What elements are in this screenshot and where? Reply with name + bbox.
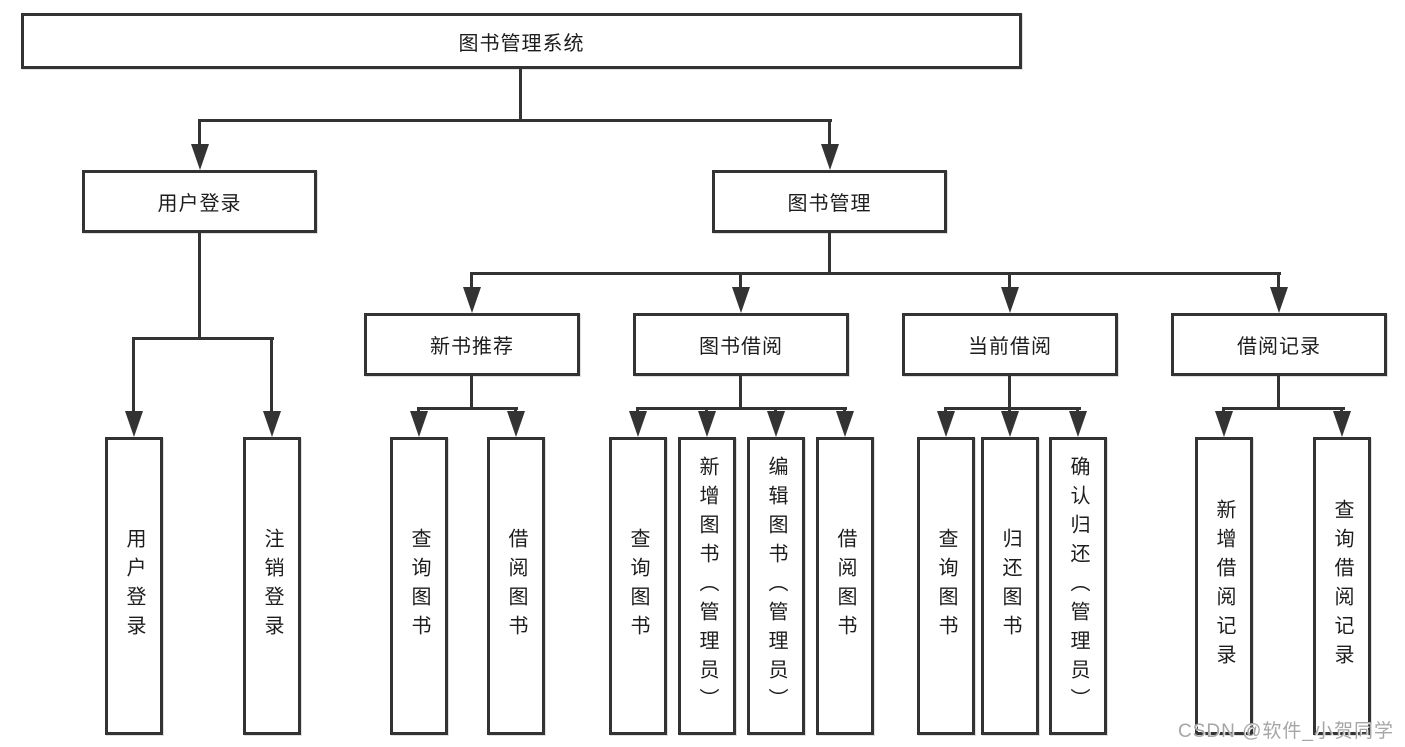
node-current-borrowing-label: 当前借阅 xyxy=(968,336,1052,358)
connector-arrow xyxy=(821,144,839,170)
leaf-borrow-query-books: 查询图书 xyxy=(609,437,667,735)
node-book-management-label: 图书管理 xyxy=(787,193,872,215)
leaf-current-return-books-label: 归还图书 xyxy=(999,528,1021,644)
connector-line xyxy=(1008,272,1011,289)
connector-arrow xyxy=(629,411,647,437)
connector-line xyxy=(519,69,522,122)
connector-line xyxy=(636,407,847,410)
leaf-newbook-query-books-label: 查询图书 xyxy=(408,528,430,644)
node-book-management: 图书管理 xyxy=(712,170,947,233)
node-book-borrowing-label: 图书借阅 xyxy=(699,336,783,358)
leaf-user-login: 用户登录 xyxy=(105,437,163,735)
connector-line xyxy=(470,272,1281,275)
leaf-borrow-query-books-label: 查询图书 xyxy=(627,528,649,644)
connector-arrow xyxy=(1069,411,1087,437)
node-borrowing-records-label: 借阅记录 xyxy=(1237,336,1321,358)
connector-arrow xyxy=(507,411,525,437)
connector-line xyxy=(1222,407,1345,410)
leaf-borrow-edit-books-admin: 编辑图书（管理员） xyxy=(747,437,805,735)
connector-line xyxy=(1008,376,1011,409)
leaf-current-query-books-label: 查询图书 xyxy=(935,528,957,644)
leaf-records-add-record-label: 新增借阅记录 xyxy=(1213,499,1235,673)
connector-arrow xyxy=(463,287,481,313)
connector-arrow xyxy=(732,287,750,313)
leaf-borrow-add-books-admin: 新增图书（管理员） xyxy=(678,437,736,735)
node-library-system-label: 图书管理系统 xyxy=(458,32,585,55)
node-user-login: 用户登录 xyxy=(82,170,317,233)
connector-line xyxy=(470,376,473,409)
connector-arrow xyxy=(1215,411,1233,437)
leaf-borrow-edit-books-admin-label: 编辑图书（管理员） xyxy=(765,455,787,717)
leaf-borrow-borrow-books: 借阅图书 xyxy=(816,437,874,735)
leaf-newbook-borrow-books: 借阅图书 xyxy=(487,437,545,735)
connector-line xyxy=(828,233,831,274)
connector-line xyxy=(944,407,1081,410)
connector-arrow xyxy=(410,411,428,437)
connector-line xyxy=(417,407,518,410)
connector-arrow xyxy=(125,411,143,437)
connector-line xyxy=(132,337,135,413)
connector-arrow xyxy=(1333,411,1351,437)
leaf-borrow-borrow-books-label: 借阅图书 xyxy=(834,528,856,644)
connector-line xyxy=(739,376,742,409)
connector-line xyxy=(828,119,831,146)
leaf-records-query-record-label: 查询借阅记录 xyxy=(1331,499,1353,673)
connector-line xyxy=(470,272,473,289)
connector-arrow xyxy=(937,411,955,437)
node-library-system: 图书管理系统 xyxy=(21,13,1022,69)
csdn-watermark: CSDN @软件_小贺同学 xyxy=(1178,721,1394,742)
leaf-current-query-books: 查询图书 xyxy=(917,437,975,735)
connector-arrow xyxy=(836,411,854,437)
leaf-borrow-add-books-admin-label: 新增图书（管理员） xyxy=(696,455,718,717)
node-new-book-recommendation-label: 新书推荐 xyxy=(430,336,514,358)
connector-line xyxy=(1277,272,1280,289)
connector-line xyxy=(198,233,201,339)
leaf-logout-label: 注销登录 xyxy=(261,528,283,644)
connector-arrow xyxy=(1001,287,1019,313)
leaf-records-query-record: 查询借阅记录 xyxy=(1313,437,1371,735)
connector-arrow xyxy=(698,411,716,437)
leaf-records-add-record: 新增借阅记录 xyxy=(1195,437,1253,735)
connector-line xyxy=(1277,376,1280,409)
leaf-newbook-query-books: 查询图书 xyxy=(390,437,448,735)
node-user-login-label: 用户登录 xyxy=(157,193,242,215)
connector-line xyxy=(270,337,273,413)
leaf-current-confirm-return-admin-label: 确认归还（管理员） xyxy=(1067,455,1089,717)
leaf-logout: 注销登录 xyxy=(243,437,301,735)
connector-line xyxy=(198,119,201,146)
connector-line xyxy=(132,337,274,340)
connector-arrow xyxy=(1270,287,1288,313)
connector-arrow xyxy=(191,144,209,170)
leaf-newbook-borrow-books-label: 借阅图书 xyxy=(505,528,527,644)
leaf-user-login-label: 用户登录 xyxy=(123,528,145,644)
node-borrowing-records: 借阅记录 xyxy=(1171,313,1387,376)
leaf-current-confirm-return-admin: 确认归还（管理员） xyxy=(1049,437,1107,735)
node-book-borrowing: 图书借阅 xyxy=(633,313,849,376)
node-new-book-recommendation: 新书推荐 xyxy=(364,313,580,376)
connector-arrow xyxy=(263,411,281,437)
leaf-current-return-books: 归还图书 xyxy=(981,437,1039,735)
connector-arrow xyxy=(1001,411,1019,437)
connector-line xyxy=(739,272,742,289)
connector-arrow xyxy=(767,411,785,437)
node-current-borrowing: 当前借阅 xyxy=(902,313,1118,376)
connector-line xyxy=(198,119,832,122)
